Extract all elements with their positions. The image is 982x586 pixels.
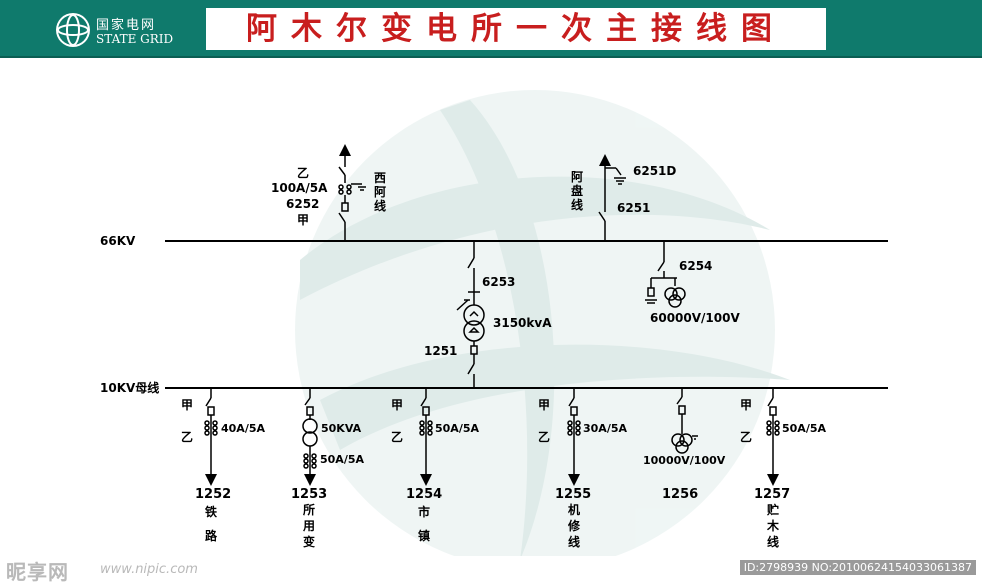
xi-name-2: 阿: [374, 185, 386, 199]
feeder-1253: [302, 388, 318, 486]
f1256-ratio: 10000V/100V: [643, 454, 726, 467]
xi-name-3: 线: [374, 198, 386, 213]
pt66-number: 6254: [679, 259, 712, 273]
feeder-1254: [419, 388, 433, 486]
apan-name-3: 线: [571, 197, 583, 212]
title-box: [206, 8, 826, 50]
main-transformer: [456, 241, 485, 387]
f1252-name-1: 铁: [205, 504, 217, 519]
pt-66kv: [645, 241, 686, 308]
f1253-number: 1253: [291, 487, 327, 502]
page-title: 阿木尔变电所一次主接线图: [246, 11, 786, 47]
f1252-bottom: 乙: [181, 430, 193, 444]
feeder-1256-pt: [671, 388, 698, 454]
apan-name-2: 盘: [571, 183, 583, 198]
f1254-name-2: 镇: [418, 528, 430, 543]
watermark-site-name: 昵享网: [6, 560, 69, 584]
watermark-url: www.nipic.com: [100, 562, 198, 577]
watermark-globe-icon: [295, 90, 790, 556]
f1257-ct: 50A/5A: [782, 422, 826, 435]
f1257-name-2: 木: [766, 518, 780, 533]
feeder-1257: [766, 388, 780, 486]
apan-name-1: 阿: [571, 170, 583, 184]
f1255-name-1: 机: [568, 502, 580, 517]
xi-top-label: 乙: [297, 166, 309, 180]
f1254-bottom: 乙: [391, 430, 403, 444]
feeder-xi-a-line: [338, 144, 366, 241]
header-bar: 国家电网 STATE GRID 阿木尔变电所一次主接线图: [0, 0, 982, 58]
f1253-name-2: 用: [302, 519, 315, 533]
f1253-ct: 50A/5A: [320, 453, 364, 466]
xi-number: 6252: [286, 197, 319, 211]
f1252-name-2: 路: [205, 528, 218, 543]
feeder-1252: [204, 388, 218, 486]
f1255-ct: 30A/5A: [583, 422, 627, 435]
f1255-number: 1255: [555, 487, 591, 502]
tx-switch-hv: 6253: [482, 275, 515, 289]
f1257-name-3: 线: [767, 534, 779, 549]
image-id-label: ID:2798939 NO:20100624154033061387: [739, 560, 976, 575]
bus-10kv-label: 10KV母线: [100, 380, 159, 395]
tx-capacity: 3150kvA: [493, 316, 552, 330]
wiring-diagram: 66KV 乙 100A/5A 6252 甲 西 阿 线 阿 盘 线 6251D …: [100, 90, 888, 556]
f1253-tx: 50KVA: [321, 422, 362, 435]
f1257-bottom: 乙: [740, 430, 752, 444]
bus-66kv-label: 66KV: [100, 234, 136, 248]
f1254-top: 甲: [391, 398, 403, 412]
f1255-bottom: 乙: [538, 430, 550, 444]
f1257-number: 1257: [754, 487, 790, 502]
f1253-name-1: 所: [303, 502, 315, 517]
f1252-ct: 40A/5A: [221, 422, 265, 435]
logo-text-cn: 国家电网: [96, 18, 157, 33]
f1257-name-1: 贮: [766, 502, 779, 517]
logo-text-en: STATE GRID: [96, 32, 174, 46]
f1253-name-3: 变: [303, 534, 315, 549]
f1254-name-1: 市: [418, 504, 430, 519]
f1255-name-2: 修: [567, 518, 581, 533]
f1252-number: 1252: [195, 487, 231, 502]
f1254-number: 1254: [406, 487, 442, 502]
f1257-top: 甲: [740, 398, 752, 412]
xi-ct-ratio: 100A/5A: [271, 181, 328, 195]
feeder-a-pan-line: [598, 154, 626, 241]
apan-number: 6251: [617, 201, 650, 215]
f1256-number: 1256: [662, 487, 698, 502]
f1254-ct: 50A/5A: [435, 422, 479, 435]
tx-switch-lv: 1251: [424, 344, 457, 358]
state-grid-logo-icon: [56, 13, 90, 47]
f1255-name-3: 线: [568, 534, 580, 549]
apan-ground-switch: 6251D: [633, 164, 676, 178]
f1252-top: 甲: [181, 398, 193, 412]
f1255-top: 甲: [538, 398, 550, 412]
feeder-1255: [567, 388, 581, 486]
xi-bottom-label: 甲: [297, 213, 309, 227]
pt66-ratio: 60000V/100V: [650, 311, 740, 325]
xi-name-1: 西: [374, 171, 386, 185]
